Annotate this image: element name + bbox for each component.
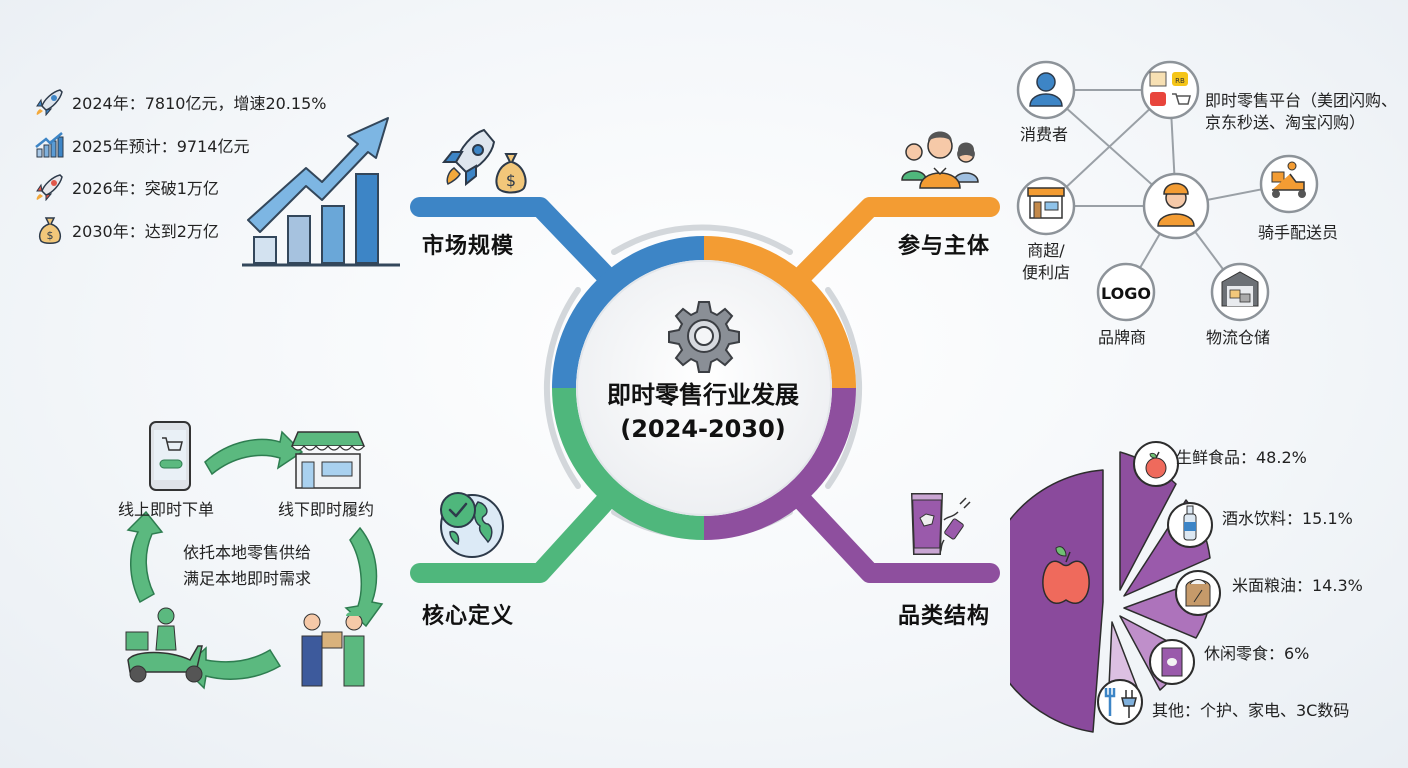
growth-bar-chart-icon — [242, 117, 400, 267]
category-pie-chart — [1010, 441, 1221, 733]
pie-label-other: 其他：个护、家电、3C数码 — [1152, 701, 1350, 720]
warehouse-icon — [1221, 271, 1259, 307]
arrow-down-icon — [344, 526, 384, 628]
participants-network: RB LOGO — [1016, 60, 1319, 322]
bottle-icon — [1183, 505, 1197, 541]
platform-apps-icon: RB — [1149, 71, 1191, 106]
stat-2030: $ 2030年：达到2万亿 — [34, 215, 219, 245]
arrow-up-icon — [126, 510, 164, 604]
store-icon — [1027, 187, 1065, 219]
stat-2026: 2026年：突破1万亿 — [34, 172, 219, 202]
pie-label-snacks: 休闲零食：6% — [1204, 644, 1310, 663]
svg-text:$: $ — [506, 171, 516, 190]
pie-label-fresh: 生鲜食品：48.2% — [1176, 448, 1307, 467]
arrow-right-icon — [204, 430, 304, 476]
center-title-line1: 即时零售行业发展 — [607, 381, 799, 409]
pie-label-grain-oil: 米面粮油：14.3% — [1232, 576, 1363, 595]
cycle-step-offline-fulfillment: 线下即时履约 — [278, 500, 375, 519]
fulfillment-cycle — [125, 421, 384, 690]
money-bag-icon: $ — [495, 153, 527, 194]
stat-2025: 2025年预计：9714亿元 — [34, 130, 249, 160]
node-label-logistics: 物流仓储 — [1206, 328, 1271, 347]
rocket-money-icon: $ — [441, 128, 527, 194]
grain-sack-icon — [1185, 579, 1211, 607]
people-group-icon — [901, 131, 979, 189]
courier-icon — [1157, 182, 1195, 227]
growth-chart-icon — [35, 132, 64, 158]
globe-check-icon — [440, 492, 504, 558]
toothbrush-plug-icon — [1104, 688, 1137, 718]
node-label-store: 商超/便利店 — [1021, 241, 1070, 282]
center-title-years: (2024-2030) — [620, 415, 786, 443]
svg-text:$: $ — [47, 229, 54, 242]
center-title: 即时零售行业发展 (2024-2030) — [578, 378, 828, 446]
package-handover-icon — [301, 611, 365, 687]
cycle-center-text: 依托本地零售供给 满足本地即时需求 — [183, 543, 312, 588]
snack-bag-plug-icon — [910, 493, 971, 555]
brand-logo-text: LOGO — [1101, 284, 1151, 303]
branch-title-participants: 参与主体 — [898, 234, 991, 259]
stat-2024: 2024年：7810亿元，增速20.15% — [34, 87, 326, 117]
storefront-icon — [290, 431, 366, 489]
cycle-step-online-order: 线上即时下单 — [118, 500, 215, 519]
branch-title-category: 品类结构 — [898, 604, 991, 629]
platform-node — [1140, 60, 1200, 120]
rocket-icon — [36, 174, 63, 201]
stat-text: 2024年：7810亿元，增速20.15% — [72, 94, 327, 113]
person-icon — [1029, 72, 1063, 107]
svg-text:RB: RB — [1175, 77, 1185, 85]
phone-cart-icon — [149, 421, 191, 491]
node-label-consumer: 消费者 — [1020, 125, 1069, 144]
rocket-icon — [36, 89, 63, 116]
gear-icon — [668, 301, 740, 373]
snack-bag-icon — [1161, 647, 1183, 677]
rocket-icon — [441, 128, 496, 187]
node-label-platform: 即时零售平台（美团闪购、京东秒送、淘宝闪购） — [1205, 91, 1398, 132]
branch-title-market-size: 市场规模 — [422, 234, 515, 259]
money-bag-icon: $ — [38, 217, 62, 244]
stat-text: 2026年：突破1万亿 — [72, 179, 219, 198]
scooter-icon — [1271, 161, 1306, 198]
stat-text: 2025年预计：9714亿元 — [72, 137, 250, 156]
cycle-arrows — [126, 430, 384, 690]
branch-title-core-definition: 核心定义 — [422, 604, 515, 629]
node-label-brand: 品牌商 — [1098, 328, 1147, 347]
delivery-scooter-icon — [125, 607, 203, 683]
apple-small-icon — [1145, 451, 1167, 479]
brand-node — [1096, 262, 1156, 322]
node-label-rider: 骑手配送员 — [1258, 223, 1339, 242]
stat-text: 2030年：达到2万亿 — [72, 222, 219, 241]
apple-icon — [1042, 546, 1090, 604]
pie-label-drinks: 酒水饮料：15.1% — [1222, 509, 1353, 528]
